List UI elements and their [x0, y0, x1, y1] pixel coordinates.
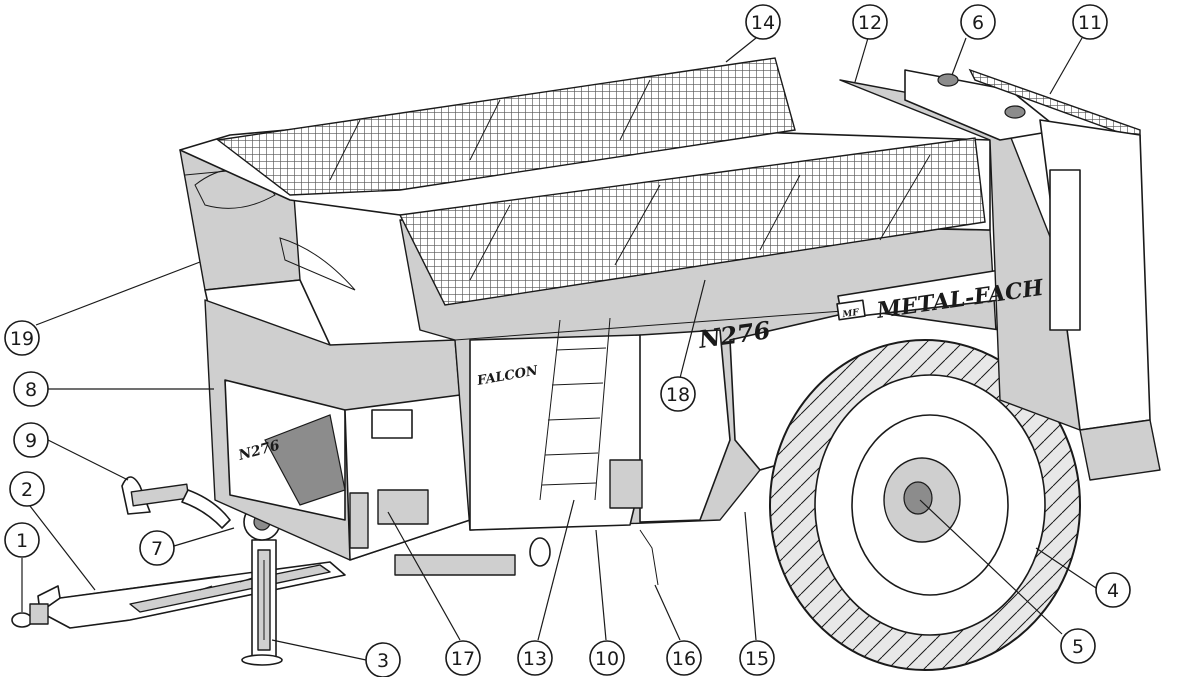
callout-1-label: 1 [16, 530, 28, 552]
callout-11-label: 11 [1078, 12, 1102, 34]
callout-4: 4 [1095, 572, 1131, 608]
callout-3-label: 3 [377, 650, 389, 672]
callout-19: 19 [4, 320, 40, 356]
callout-8: 8 [13, 371, 49, 407]
callout-17: 17 [445, 640, 481, 676]
under-linkage [394, 459, 659, 586]
callouts: 1 2 3 4 5 6 7 8 9 10 11 12 13 14 15 16 1… [4, 4, 1131, 677]
callout-12: 12 [852, 4, 888, 40]
callout-9: 9 [13, 422, 49, 458]
brand-badge-label: MF [841, 308, 860, 320]
callout-14-label: 14 [751, 12, 775, 34]
spreader-illustration: METAL-FACH MF N276 FALCON N276 [11, 57, 1161, 671]
leader-2 [29, 505, 96, 591]
callout-4-label: 4 [1107, 580, 1119, 602]
callout-10: 10 [589, 640, 625, 676]
leader-3 [271, 639, 367, 661]
callout-13: 13 [517, 640, 553, 676]
callout-1: 1 [4, 522, 40, 558]
body-front [204, 299, 471, 561]
hose-holder [121, 476, 231, 529]
callout-5: 5 [1060, 628, 1096, 664]
leader-12 [854, 37, 869, 83]
callout-5-label: 5 [1072, 636, 1084, 658]
leader-9 [47, 439, 129, 481]
ladder [539, 317, 611, 501]
callout-3: 3 [365, 642, 401, 677]
callout-7-label: 7 [151, 538, 163, 560]
callout-2-label: 2 [21, 479, 33, 501]
rear-spreading-unit [839, 68, 1161, 481]
callout-19-label: 19 [10, 328, 34, 350]
leader-19 [35, 261, 201, 326]
callout-2: 2 [9, 471, 45, 507]
hitch-eye [11, 603, 49, 628]
leader-11 [1049, 37, 1083, 95]
callout-18-label: 18 [666, 384, 690, 406]
leader-7 [173, 527, 235, 547]
callout-15-label: 15 [745, 648, 769, 670]
callout-6: 6 [960, 4, 996, 40]
leader-15 [744, 511, 757, 641]
leader-13 [537, 499, 575, 641]
callout-16-label: 16 [672, 648, 696, 670]
leader-10 [595, 529, 607, 641]
callout-8-label: 8 [25, 379, 37, 401]
callout-11: 11 [1072, 4, 1108, 40]
callout-6-label: 6 [972, 12, 984, 34]
callout-17-label: 17 [451, 648, 475, 670]
callout-7: 7 [139, 530, 175, 566]
leader-16 [654, 584, 681, 641]
leader-4 [1035, 547, 1097, 589]
leader-17 [387, 511, 461, 641]
leader-14 [725, 37, 757, 63]
callout-13-label: 13 [523, 648, 547, 670]
drawbar [37, 561, 346, 629]
callout-16: 16 [666, 640, 702, 676]
callout-9-label: 9 [25, 430, 37, 452]
leader-18 [679, 279, 706, 379]
callout-18: 18 [660, 376, 696, 412]
top-mesh [216, 57, 986, 306]
leader-lines [21, 37, 1097, 661]
callout-12-label: 12 [858, 12, 882, 34]
leader-5 [919, 499, 1063, 635]
leader-6 [951, 37, 967, 76]
callout-15: 15 [739, 640, 775, 676]
callout-14: 14 [745, 4, 781, 40]
callout-10-label: 10 [595, 648, 619, 670]
